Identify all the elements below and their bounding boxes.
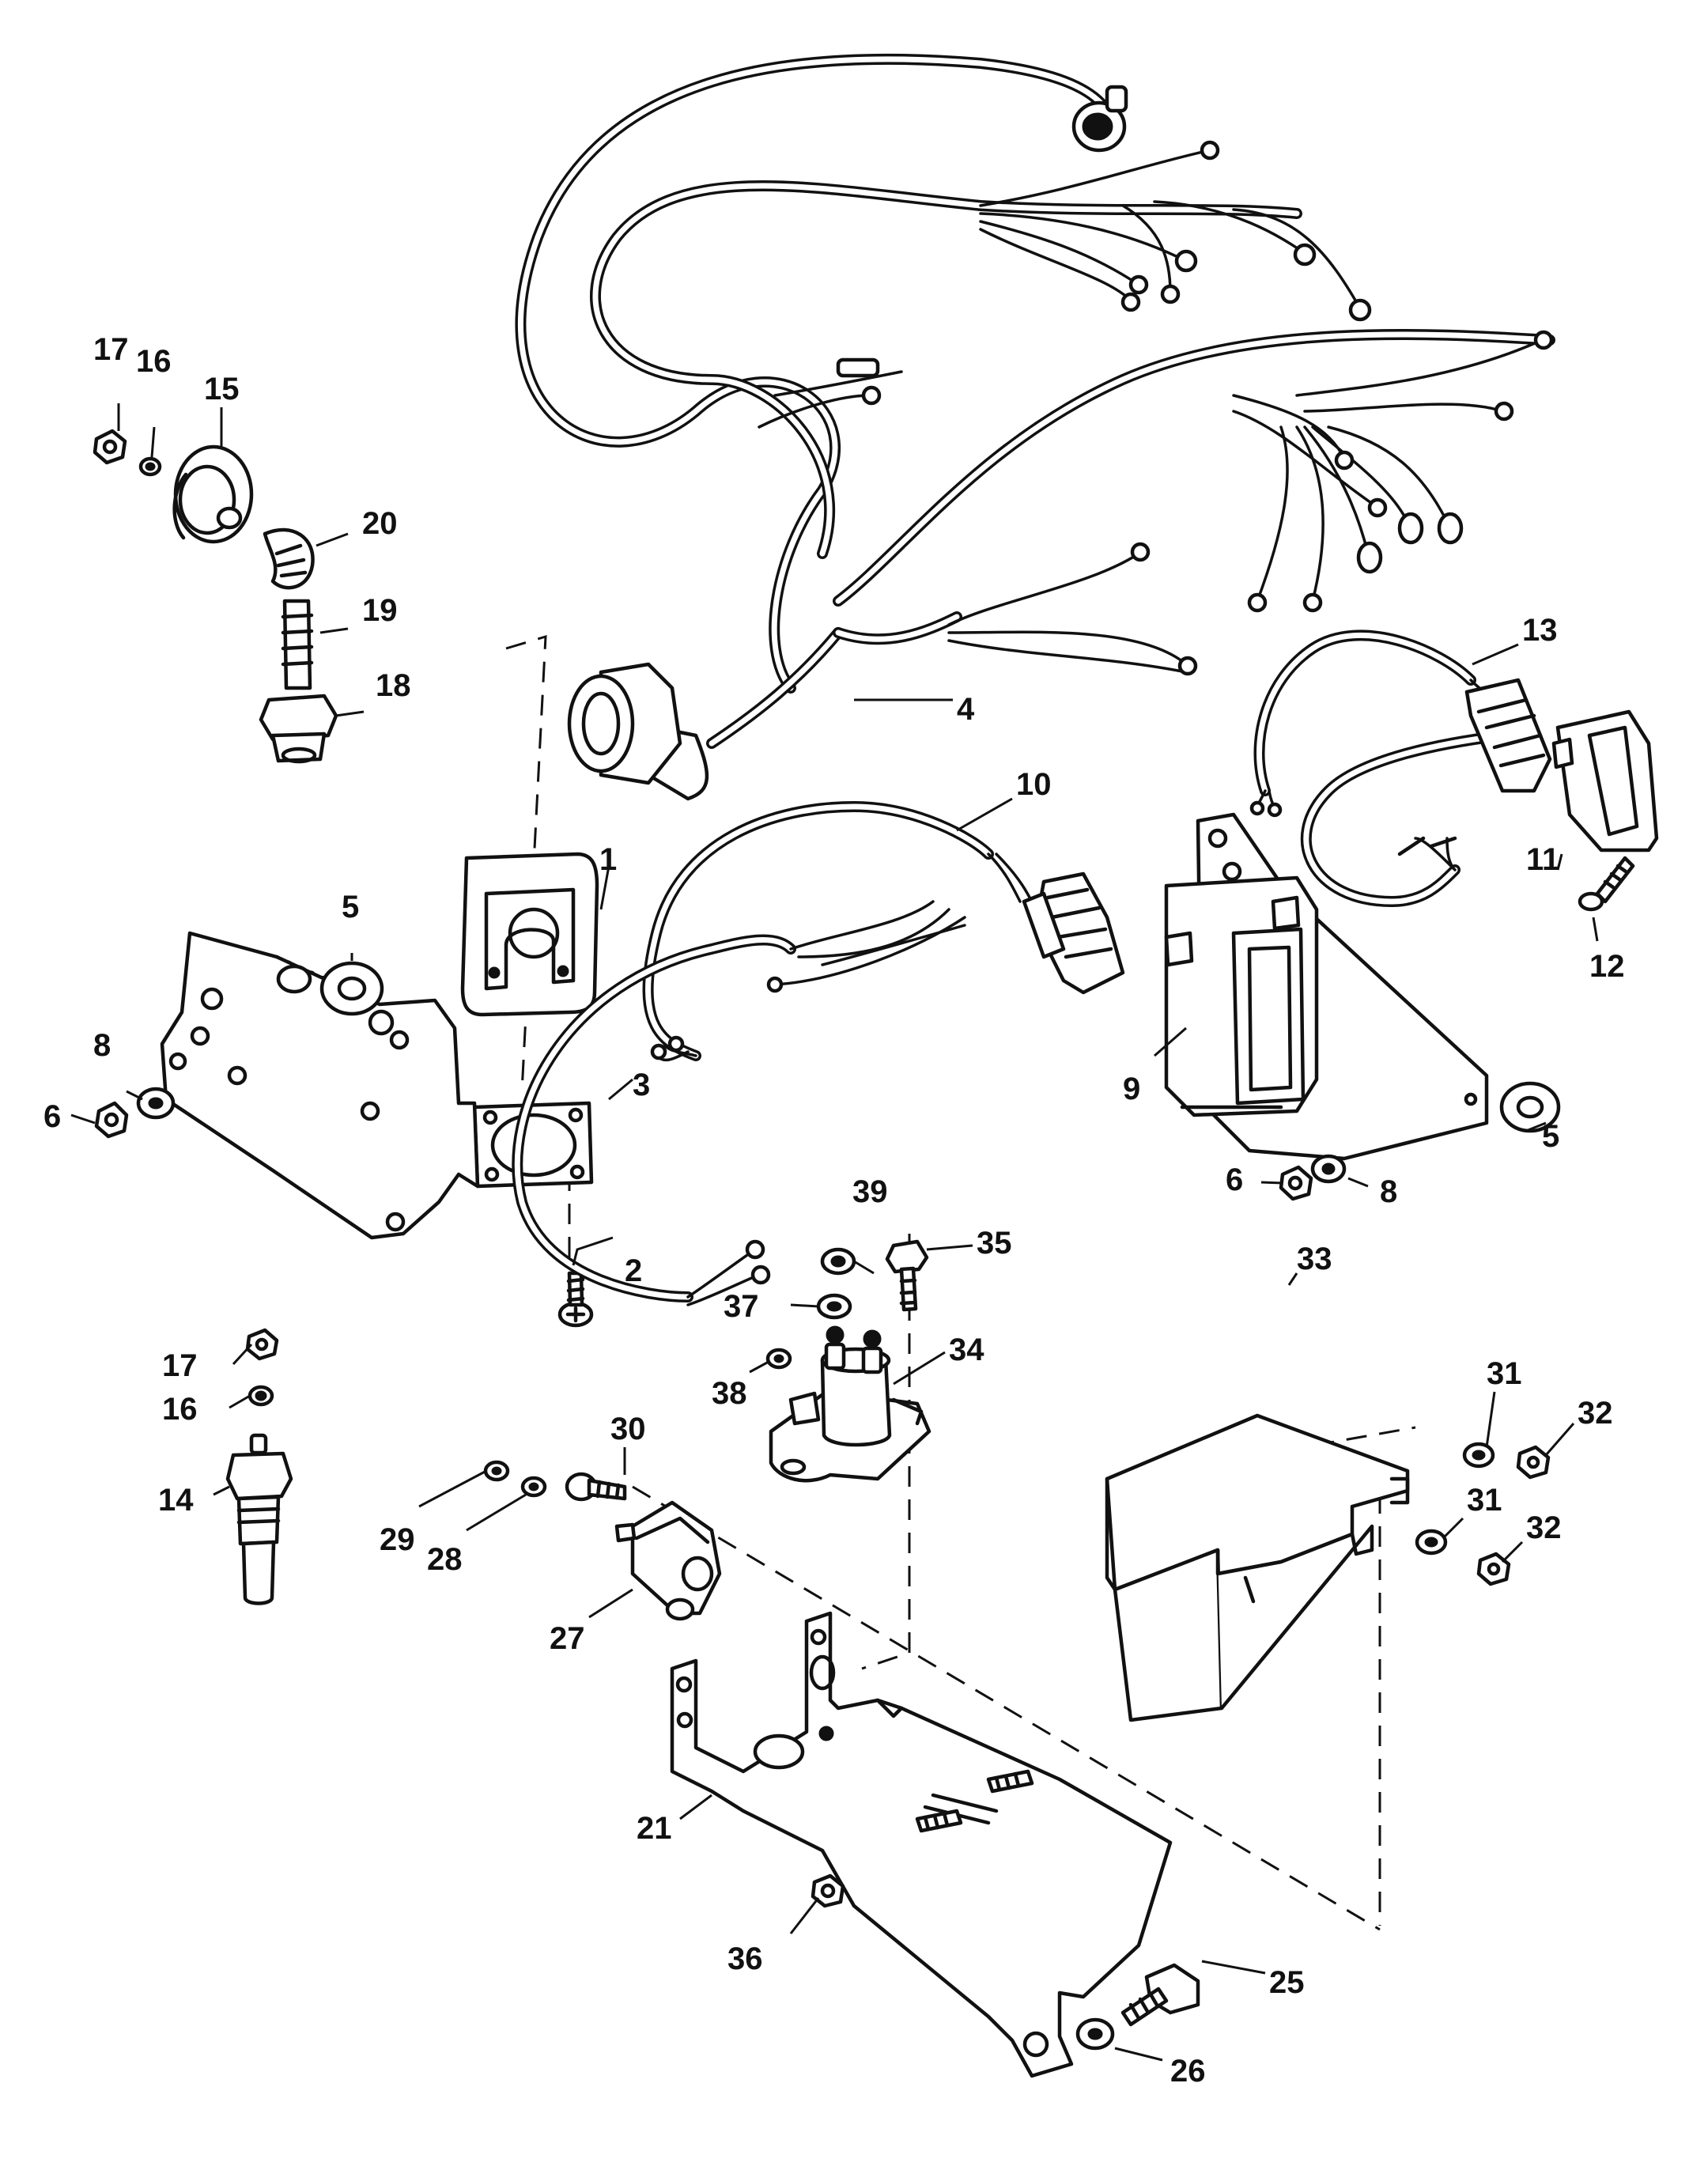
part-9-module bbox=[1164, 875, 1319, 1117]
callout-29: 29 bbox=[380, 1522, 415, 1557]
part-5-spacer-right bbox=[1499, 1081, 1561, 1133]
part-6-nut-left bbox=[94, 1101, 129, 1139]
callout-3: 3 bbox=[633, 1068, 650, 1102]
part-26-washer bbox=[1075, 2017, 1115, 2051]
harness-main-plug bbox=[567, 662, 709, 801]
part-30-screw bbox=[565, 1472, 627, 1502]
callout-8-right: 8 bbox=[1380, 1174, 1397, 1209]
part-3-gasket bbox=[472, 1101, 594, 1189]
part-5-spacer-left bbox=[319, 961, 384, 1016]
callout-21: 21 bbox=[637, 1811, 672, 1846]
part-17-nut-top bbox=[93, 429, 127, 465]
bracket-21-studs bbox=[915, 1769, 1034, 1833]
callout-16-top: 16 bbox=[136, 344, 172, 379]
callout-17-top: 17 bbox=[93, 332, 129, 367]
callout-10: 10 bbox=[1016, 767, 1052, 802]
callout-14: 14 bbox=[158, 1483, 194, 1518]
part-35-bolt bbox=[885, 1239, 929, 1312]
callout-32-top: 32 bbox=[1578, 1396, 1613, 1431]
part-15-sender bbox=[172, 444, 254, 544]
callout-9: 9 bbox=[1123, 1072, 1140, 1106]
harness-top-connector bbox=[1071, 85, 1128, 153]
part-32-nut-top bbox=[1516, 1445, 1551, 1480]
callout-30: 30 bbox=[610, 1412, 646, 1446]
callout-28: 28 bbox=[427, 1542, 463, 1577]
callout-8-left: 8 bbox=[93, 1028, 111, 1063]
part-12-screw bbox=[1578, 856, 1635, 912]
part-16-washer-top bbox=[138, 456, 162, 477]
part-6-nut-right bbox=[1279, 1165, 1313, 1201]
part-11-module bbox=[1551, 709, 1659, 852]
part-13-harness bbox=[1249, 629, 1552, 907]
callout-19: 19 bbox=[362, 593, 398, 628]
part-39-nut bbox=[820, 1247, 856, 1276]
callout-33: 33 bbox=[1297, 1242, 1332, 1276]
callout-38: 38 bbox=[712, 1376, 747, 1411]
part-21-bracket bbox=[670, 1611, 1173, 2078]
part-28-lockwasher bbox=[520, 1476, 547, 1498]
leader-lines bbox=[70, 403, 1599, 2062]
part-17-nut-bottom bbox=[245, 1328, 279, 1361]
part-33-cover bbox=[1105, 1413, 1410, 1722]
callout-17-bottom: 17 bbox=[162, 1348, 198, 1383]
callout-2: 2 bbox=[625, 1253, 642, 1288]
callout-18: 18 bbox=[376, 668, 411, 703]
harness-terminals bbox=[836, 140, 1554, 676]
callout-34: 34 bbox=[949, 1333, 984, 1367]
callout-1: 1 bbox=[599, 842, 617, 877]
callout-39: 39 bbox=[852, 1174, 888, 1209]
part-31-washer-top bbox=[1462, 1442, 1495, 1469]
part-2-screw bbox=[557, 1271, 594, 1328]
callout-13: 13 bbox=[1522, 613, 1558, 648]
callout-31-top: 31 bbox=[1487, 1356, 1522, 1391]
part-20-elbow bbox=[263, 527, 315, 590]
part-18-fitting bbox=[259, 694, 338, 764]
part-36-nut bbox=[811, 1873, 845, 1908]
callout-20: 20 bbox=[362, 506, 398, 541]
part-25-bolt bbox=[1120, 1963, 1200, 2027]
main-wiring-harness bbox=[515, 53, 1555, 801]
part-14-temp-sender bbox=[225, 1433, 293, 1605]
part-38-nut bbox=[765, 1348, 792, 1370]
left-mounting-bracket bbox=[160, 931, 480, 1240]
callout-4: 4 bbox=[957, 692, 975, 727]
part-10-harness bbox=[512, 801, 1125, 1306]
callout-26: 26 bbox=[1170, 2054, 1206, 2089]
callout-11: 11 bbox=[1526, 842, 1559, 877]
callout-25: 25 bbox=[1269, 1965, 1305, 2000]
callout-16-bottom: 16 bbox=[162, 1392, 198, 1427]
callout-31-bottom: 31 bbox=[1467, 1483, 1502, 1518]
part-16-washer-bottom bbox=[248, 1385, 274, 1407]
callout-35: 35 bbox=[977, 1226, 1012, 1261]
callout-37: 37 bbox=[724, 1289, 759, 1324]
callout-27: 27 bbox=[550, 1621, 585, 1656]
part-19-nipple bbox=[281, 599, 314, 690]
part-8-washer-left bbox=[136, 1087, 176, 1120]
callout-15: 15 bbox=[204, 372, 240, 406]
part-32-nut-bottom bbox=[1476, 1552, 1511, 1586]
callout-36: 36 bbox=[727, 1941, 763, 1976]
callout-12: 12 bbox=[1589, 949, 1625, 984]
part-27-switch bbox=[614, 1500, 722, 1621]
callout-32-bottom: 32 bbox=[1526, 1510, 1562, 1545]
callout-5-right: 5 bbox=[1542, 1119, 1559, 1154]
part-37-washer bbox=[816, 1293, 852, 1320]
callout-6-right: 6 bbox=[1226, 1162, 1243, 1197]
part-31-washer-bottom bbox=[1415, 1529, 1448, 1556]
part-34-solenoid bbox=[769, 1325, 931, 1483]
callout-5-left: 5 bbox=[342, 890, 359, 924]
callout-labels: 1 2 3 4 5 5 6 6 8 8 9 10 11 12 13 14 15 … bbox=[43, 332, 1625, 2089]
part-8-washer-right bbox=[1310, 1154, 1347, 1184]
part-1-boot bbox=[460, 852, 599, 1017]
part-29-washer bbox=[483, 1460, 510, 1482]
callout-6-left: 6 bbox=[43, 1099, 61, 1134]
alignment-lines bbox=[505, 634, 1464, 1931]
